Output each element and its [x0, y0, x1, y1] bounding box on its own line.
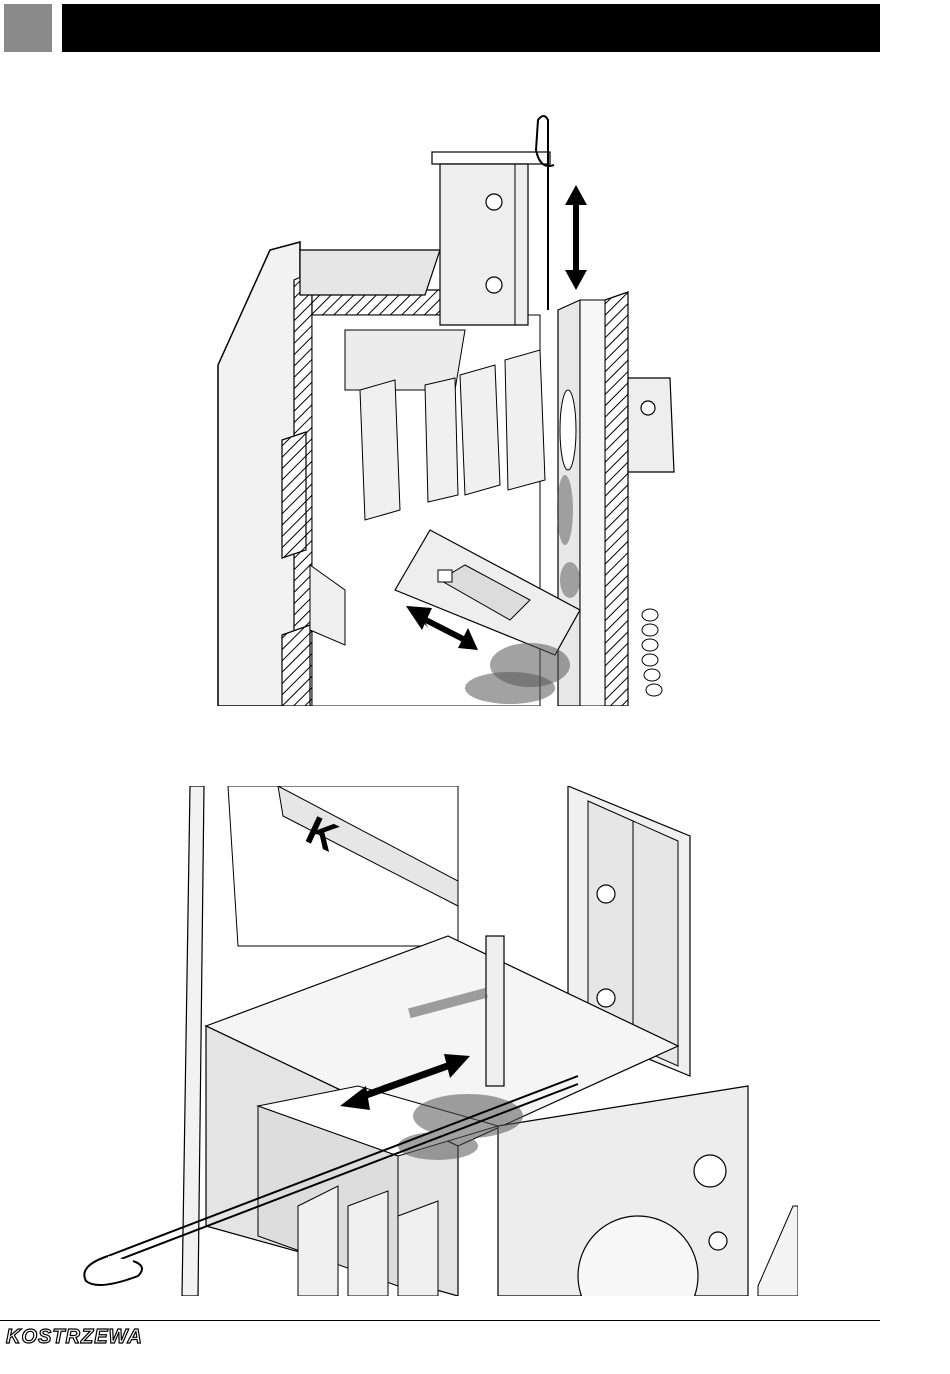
- double-arrow-icon: [565, 185, 587, 290]
- footer-rule: [0, 1320, 880, 1321]
- brand-logo: KOSTRZEWA: [6, 1326, 143, 1348]
- boiler-cross-section-drawing: [210, 110, 680, 706]
- header-bar: [62, 4, 880, 52]
- figure-boiler-top-view: K: [78, 786, 798, 1296]
- logo-text: KOSTRZEWA: [6, 1326, 143, 1348]
- figure-boiler-cross-section: [210, 110, 680, 706]
- boiler-top-view-drawing: K: [78, 786, 798, 1296]
- header-square: [4, 4, 52, 52]
